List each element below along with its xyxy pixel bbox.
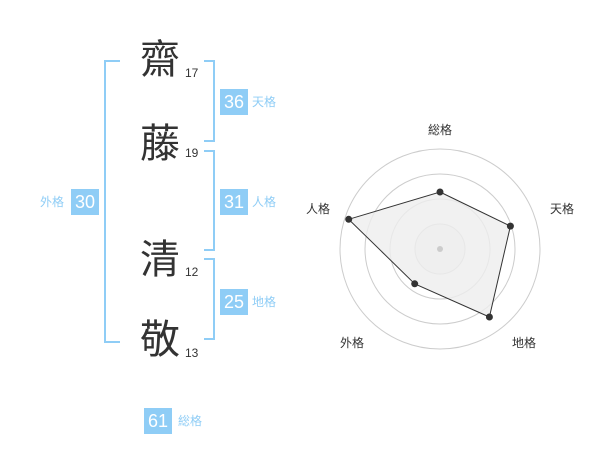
stroke-count-1: 17: [185, 66, 199, 80]
radar-point-0: [436, 188, 444, 196]
radar-center-dot: [437, 246, 443, 252]
radar-point-4: [345, 215, 353, 223]
name-char-1: 齋: [140, 37, 180, 83]
axis-label-jinkaku: 人格: [306, 201, 330, 216]
stroke-count-2: 19: [185, 146, 199, 160]
gaikaku-value: 30: [71, 189, 99, 215]
radar-area: [347, 191, 511, 318]
tenkaku-label: 天格: [252, 95, 277, 109]
chikaku-bracket: [204, 258, 215, 340]
axis-label-tenkaku: 天格: [550, 201, 574, 216]
soukaku-value: 61: [144, 408, 172, 434]
radar-ring-4: [339, 148, 541, 350]
jinkaku-bracket: [204, 150, 215, 251]
tenkaku-value: 36: [220, 89, 248, 115]
tenkaku-bracket: [204, 60, 215, 142]
gaikaku-bracket: [104, 60, 120, 343]
stroke-count-3: 12: [185, 265, 199, 279]
radar-point-1: [506, 222, 514, 230]
radar-ring-3: [364, 173, 516, 325]
axis-label-gaikaku: 外格: [340, 335, 364, 350]
gaikaku-label: 外格: [40, 195, 65, 209]
name-char-3: 清: [140, 237, 180, 283]
radar-point-2: [485, 313, 493, 321]
chikaku-value: 25: [220, 289, 248, 315]
stroke-count-4: 13: [185, 346, 199, 360]
radar-point-3: [411, 280, 419, 288]
name-char-2: 藤: [140, 121, 180, 167]
chikaku-label: 地格: [252, 295, 277, 309]
name-char-4: 敬: [140, 317, 180, 363]
jinkaku-value: 31: [220, 189, 248, 215]
soukaku-label: 総格: [178, 414, 203, 428]
jinkaku-label: 人格: [252, 195, 277, 209]
axis-label-soukaku: 総格: [428, 122, 452, 137]
axis-label-chikaku: 地格: [512, 335, 536, 350]
